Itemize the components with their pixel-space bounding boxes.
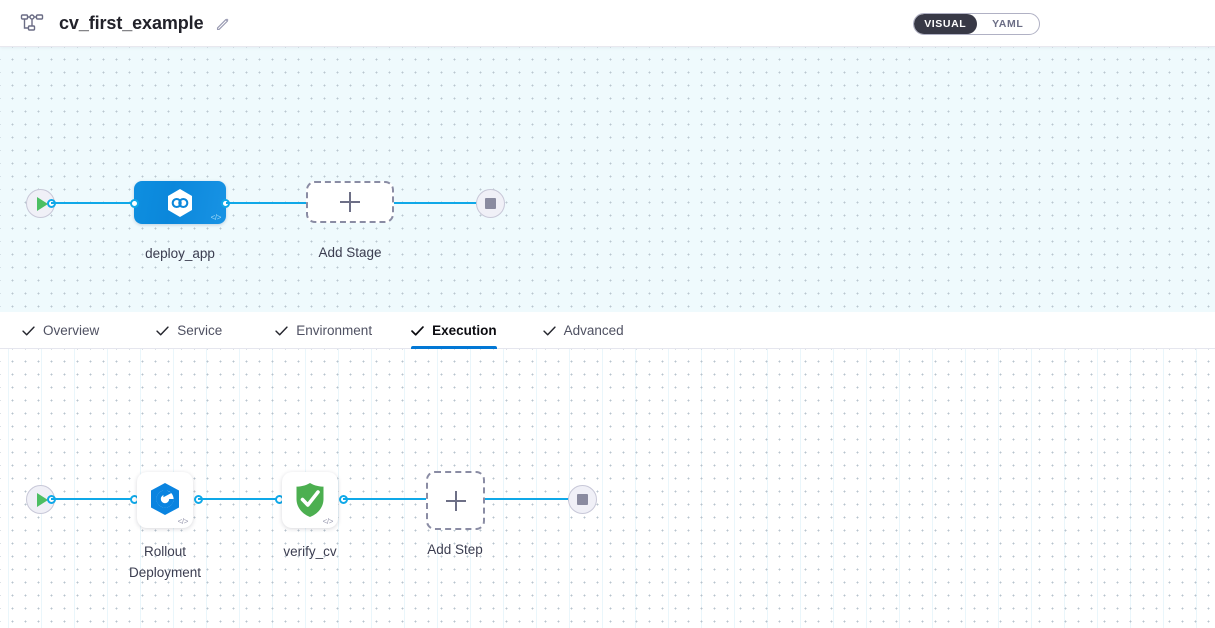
- green-shield-check-icon: [296, 483, 324, 517]
- stage-graph-canvas[interactable]: </> deploy_app Add Stage: [0, 47, 1215, 312]
- stage-code-badge: </>: [210, 213, 222, 222]
- step-node-rollout-deployment[interactable]: </>: [137, 472, 193, 528]
- play-icon: [36, 196, 48, 211]
- stop-icon: [577, 494, 588, 505]
- stop-icon: [485, 198, 496, 209]
- execution-graph-canvas[interactable]: </> Rollout Deployment </> verify_cv Add…: [0, 349, 1215, 628]
- visual-yaml-toggle[interactable]: VISUAL YAML: [913, 13, 1040, 35]
- add-step-button[interactable]: [426, 471, 485, 530]
- pencil-edit-icon[interactable]: [215, 15, 232, 32]
- tab-service[interactable]: Service: [156, 312, 222, 349]
- add-stage-label: Add Stage: [318, 245, 382, 260]
- stage-config-tabs: Overview Service Environment Execution A…: [0, 312, 1215, 349]
- check-icon: [22, 325, 35, 335]
- add-step-label: Add Step: [427, 542, 483, 557]
- pipeline-end-node[interactable]: [476, 189, 505, 218]
- play-icon: [36, 492, 48, 507]
- tab-label-advanced: Advanced: [563, 323, 624, 338]
- edge-add-step-to-end: [485, 498, 573, 500]
- toggle-option-visual[interactable]: VISUAL: [914, 14, 977, 34]
- tab-label-environment: Environment: [296, 323, 373, 338]
- stage-node-deploy-app[interactable]: </>: [134, 181, 226, 224]
- plus-icon: [340, 192, 360, 212]
- edge-start-to-rollout: [51, 498, 137, 500]
- tab-environment[interactable]: Environment: [275, 312, 372, 349]
- stage-label-deploy-app: deploy_app: [145, 246, 215, 261]
- edge-verify-to-add-step: [343, 498, 427, 500]
- edge-deploy-app-to-add-stage: [226, 202, 308, 204]
- tab-label-execution: Execution: [432, 323, 497, 338]
- verify-code-badge: </>: [322, 517, 334, 526]
- step-label-rollout-deployment: Rollout Deployment: [128, 544, 202, 580]
- edge-start-to-deploy-app: [51, 202, 135, 204]
- pipeline-topology-icon: [20, 14, 44, 31]
- harness-cd-hexagon-icon: [168, 188, 192, 217]
- page-header: cv_first_example VISUAL YAML: [0, 0, 1215, 47]
- deploy-app-input-port[interactable]: [130, 199, 139, 208]
- tab-overview[interactable]: Overview: [22, 312, 99, 349]
- execution-end-node[interactable]: [568, 485, 597, 514]
- add-stage-button[interactable]: [306, 181, 394, 223]
- check-icon: [156, 325, 169, 335]
- rollout-code-badge: </>: [177, 517, 189, 526]
- check-icon: [542, 325, 556, 335]
- toggle-option-yaml[interactable]: YAML: [992, 18, 1024, 30]
- tab-label-overview: Overview: [43, 323, 100, 338]
- step-label-verify-cv: verify_cv: [283, 544, 337, 559]
- tab-advanced[interactable]: Advanced: [542, 312, 624, 349]
- tab-execution[interactable]: Execution: [411, 312, 497, 349]
- page-title: cv_first_example: [59, 12, 204, 33]
- step-node-verify-cv[interactable]: </>: [282, 472, 338, 528]
- check-icon: [411, 325, 424, 336]
- kubernetes-rollout-icon: [151, 483, 179, 515]
- check-icon: [275, 325, 288, 335]
- edge-add-stage-to-end: [394, 202, 480, 204]
- edge-rollout-to-verify: [198, 498, 282, 500]
- plus-icon: [445, 490, 466, 511]
- tab-label-service: Service: [177, 323, 223, 338]
